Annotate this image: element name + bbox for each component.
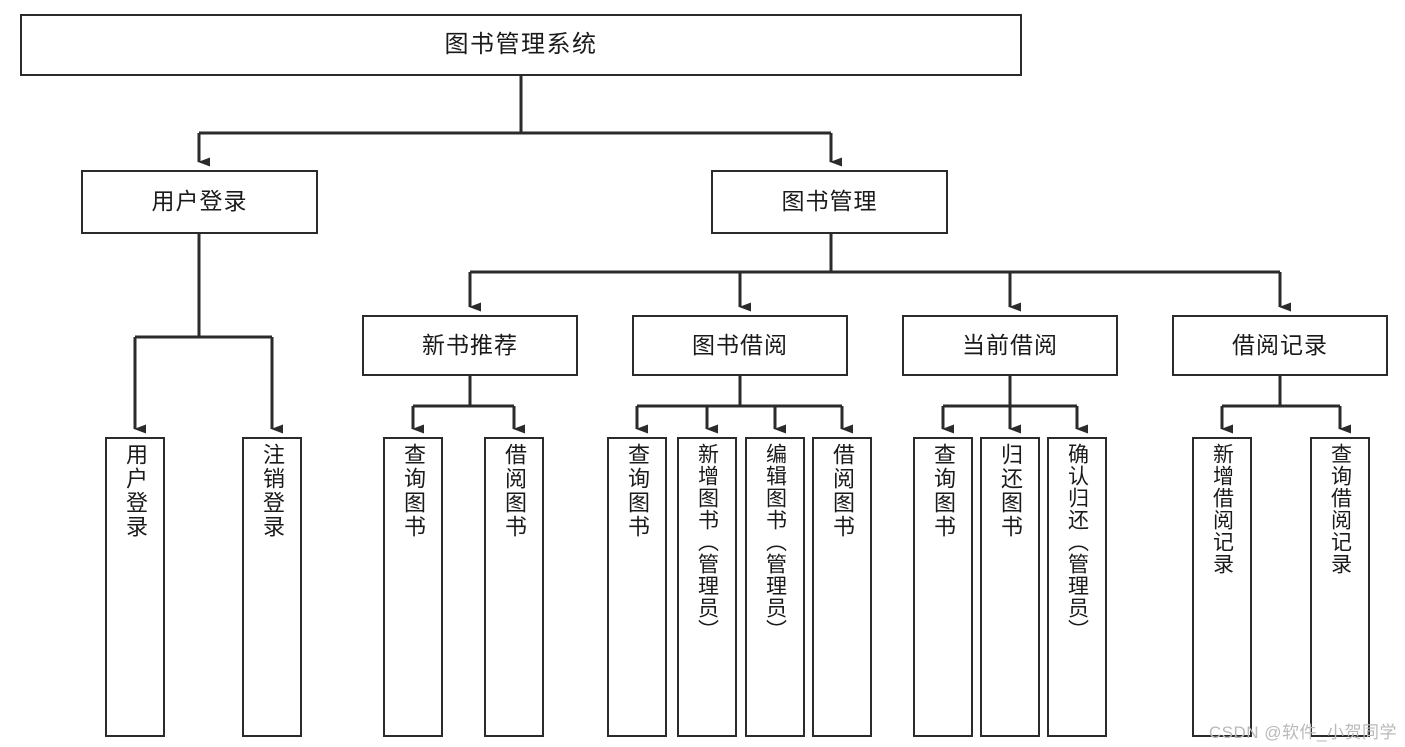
node-label: 注销登录 <box>260 443 285 539</box>
node-label: 图书借阅 <box>692 331 788 358</box>
node-leaf-current-borrow-query[interactable]: 查询图书 <box>913 437 973 737</box>
node-leaf-book-borrow-add[interactable]: 新增图书（管理员） <box>677 437 737 737</box>
node-leaf-book-borrow-query[interactable]: 查询图书 <box>607 437 667 737</box>
node-label: 借阅图书 <box>502 443 527 539</box>
node-current-borrow[interactable]: 当前借阅 <box>902 315 1118 376</box>
node-leaf-current-borrow-return[interactable]: 归还图书 <box>980 437 1040 737</box>
node-leaf-book-borrow-edit[interactable]: 编辑图书（管理员） <box>745 437 805 737</box>
node-new-book-recommend[interactable]: 新书推荐 <box>362 315 578 376</box>
node-label: 查询图书 <box>625 443 650 539</box>
node-label: 图书管理系统 <box>444 30 598 58</box>
node-label: 确认归还（管理员） <box>1065 443 1089 641</box>
node-leaf-book-borrow-borrow[interactable]: 借阅图书 <box>812 437 872 737</box>
node-user-login[interactable]: 用户登录 <box>81 170 318 234</box>
node-leaf-user-login-signin[interactable]: 用户登录 <box>105 437 165 737</box>
node-label: 新书推荐 <box>422 331 518 358</box>
node-root-library-system[interactable]: 图书管理系统 <box>20 14 1022 76</box>
node-leaf-borrow-record-query[interactable]: 查询借阅记录 <box>1310 437 1370 737</box>
node-leaf-current-borrow-confirm-return[interactable]: 确认归还（管理员） <box>1047 437 1107 737</box>
node-label: 借阅图书 <box>830 443 855 539</box>
node-label: 查询借阅记录 <box>1328 443 1352 575</box>
watermark-text: CSDN @软件_小贺同学 <box>1208 723 1397 742</box>
node-label: 图书管理 <box>781 188 878 215</box>
node-leaf-new-book-borrow[interactable]: 借阅图书 <box>484 437 544 737</box>
node-leaf-new-book-query[interactable]: 查询图书 <box>383 437 443 737</box>
node-book-borrow[interactable]: 图书借阅 <box>632 315 848 376</box>
node-label: 新增借阅记录 <box>1210 443 1234 575</box>
node-leaf-user-login-signout[interactable]: 注销登录 <box>242 437 302 737</box>
node-label: 查询图书 <box>931 443 956 539</box>
node-label: 当前借阅 <box>962 331 1058 358</box>
node-book-management[interactable]: 图书管理 <box>711 170 948 234</box>
node-label: 新增图书（管理员） <box>695 443 719 641</box>
node-label: 编辑图书（管理员） <box>763 443 787 641</box>
node-label: 查询图书 <box>401 443 426 539</box>
node-borrow-record[interactable]: 借阅记录 <box>1172 315 1388 376</box>
node-label: 借阅记录 <box>1232 331 1328 358</box>
node-label: 归还图书 <box>998 443 1023 539</box>
node-label: 用户登录 <box>123 443 148 539</box>
node-leaf-borrow-record-add[interactable]: 新增借阅记录 <box>1192 437 1252 737</box>
node-label: 用户登录 <box>151 188 248 215</box>
